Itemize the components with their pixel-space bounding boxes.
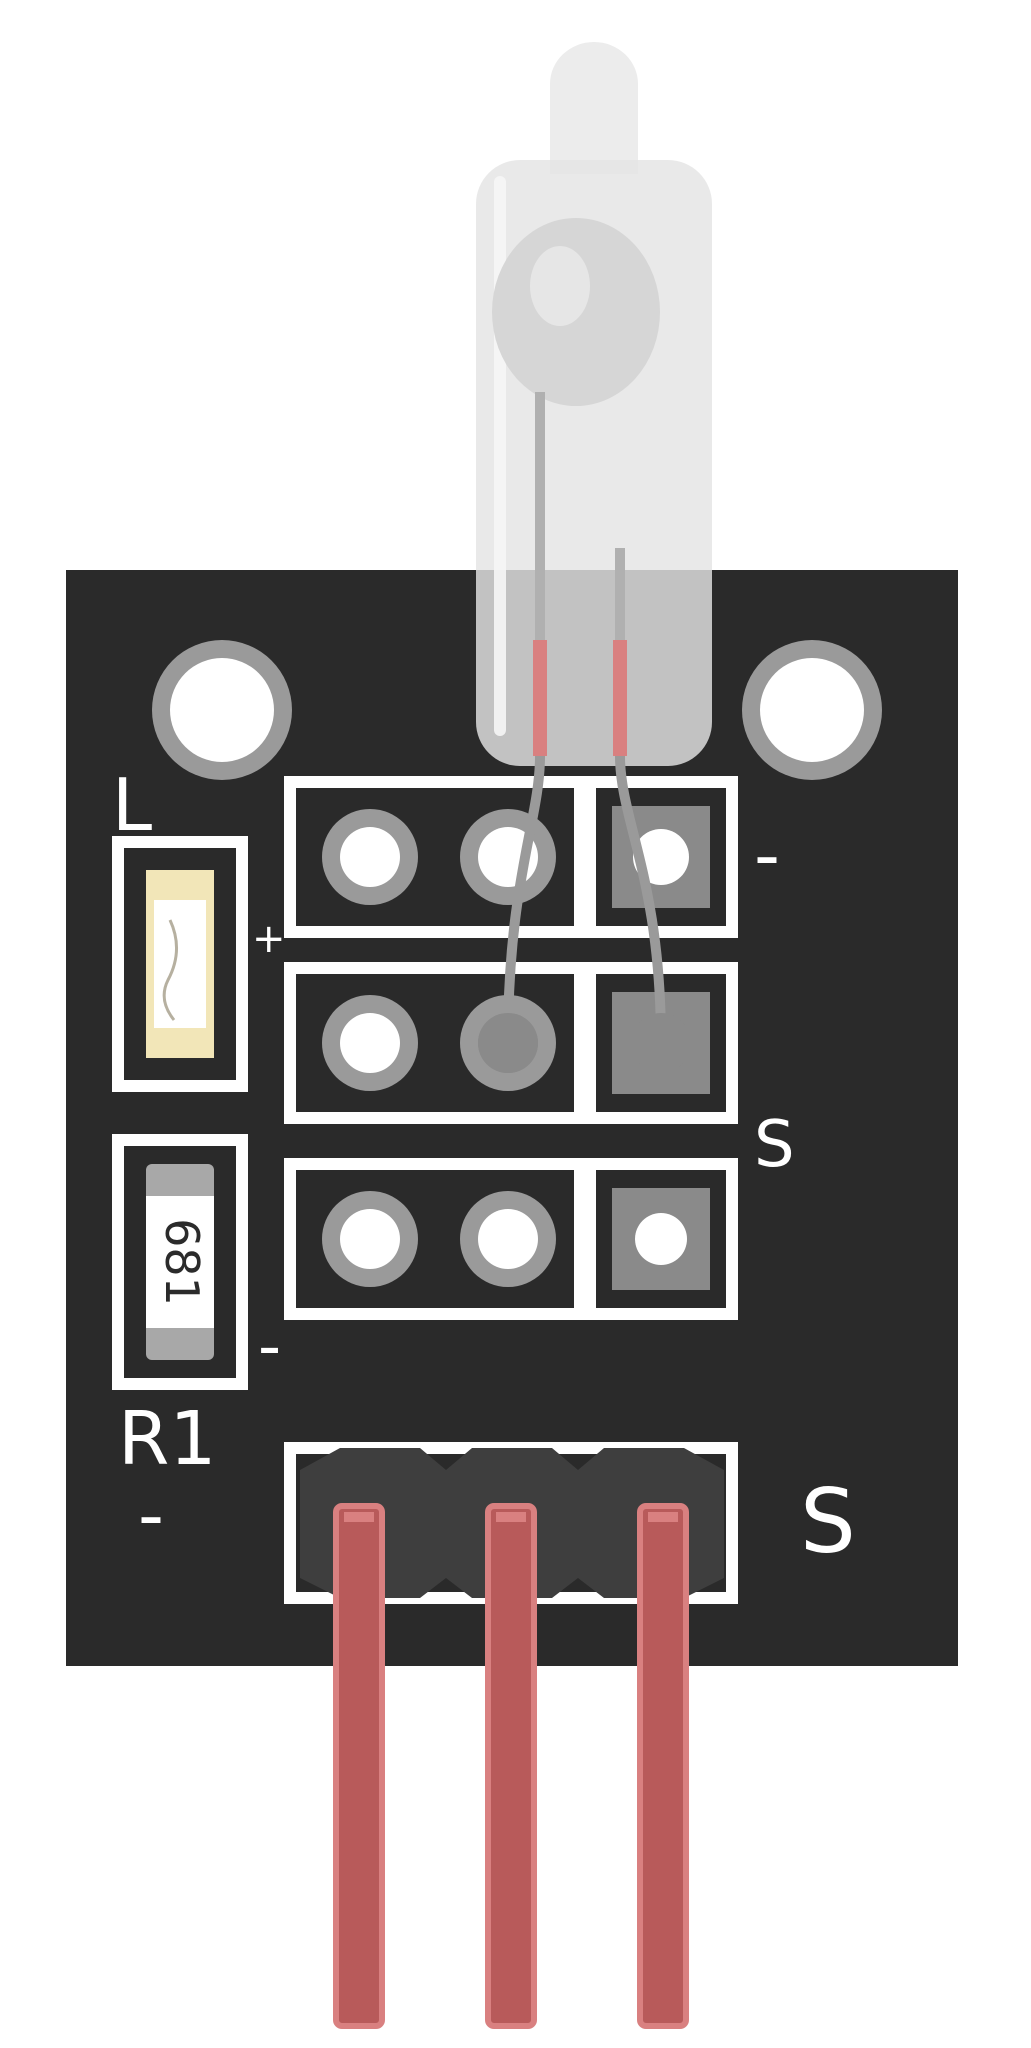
pad-row-3 (284, 1158, 738, 1320)
mercury-tilt-switch (476, 42, 712, 766)
header-pin-2 (485, 1503, 537, 2029)
led-label: L (112, 763, 152, 847)
mounting-hole-left (152, 640, 292, 780)
resistor-code: 681 (155, 1218, 209, 1306)
header-signal-label: S (800, 1470, 856, 1573)
row2-signal-label: S (754, 1108, 795, 1182)
led-component (112, 836, 248, 1092)
mounting-hole-right (742, 640, 882, 780)
resistor-label: R1 (118, 1396, 217, 1482)
left-minus-label: - (138, 1473, 164, 1557)
led-polarity-plus: + (252, 916, 286, 962)
resistor-polarity-minus: - (258, 1310, 281, 1384)
header-pin-3 (637, 1503, 689, 2029)
row1-minus-label: - (754, 813, 780, 897)
resistor-component (112, 1134, 248, 1390)
switch-leads (478, 755, 691, 1073)
header-pin-1 (333, 1503, 385, 2029)
